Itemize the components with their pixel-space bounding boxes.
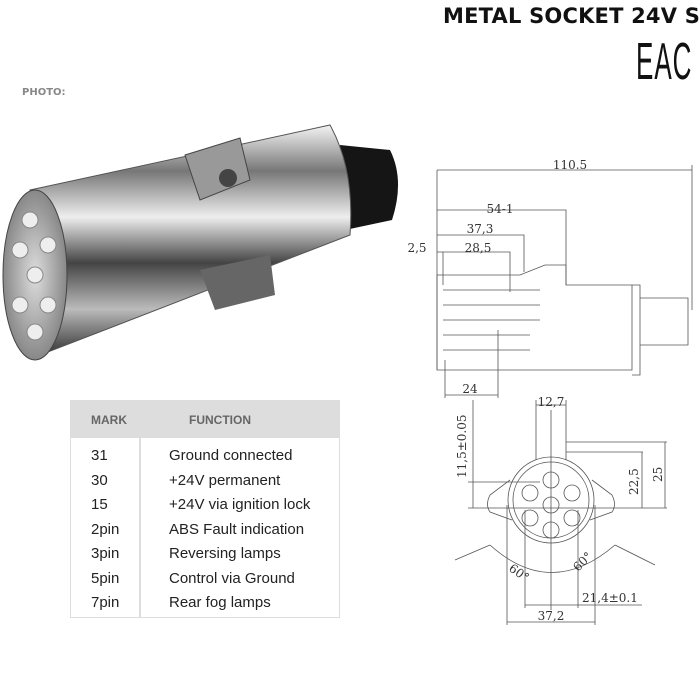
dim-28-5: 28,5 — [465, 241, 492, 255]
mark-cell: 3pin — [91, 545, 120, 562]
dim-11-5: 11,5±0.05 — [455, 415, 469, 479]
eac-certification-mark: EAC — [636, 33, 693, 91]
function-cell: +24V permanent — [169, 471, 281, 489]
header-mark: MARK — [91, 412, 127, 427]
mark-cell: 31 — [91, 447, 108, 464]
function-cell: +24V via ignition lock — [169, 496, 311, 513]
photo-label: PHOTO: — [22, 87, 66, 98]
product-title: METAL SOCKET 24V S — [443, 4, 700, 28]
table-row: 30 +24V permanent — [71, 472, 339, 496]
dim-22-5: 22,5 — [627, 468, 641, 495]
mark-cell: 2pin — [91, 520, 120, 538]
pinout-table: MARK FUNCTION 31 Ground connected 30 +24V … — [70, 400, 340, 618]
product-photo — [2, 124, 399, 361]
front-view — [454, 400, 667, 625]
dim-12-7: 12,7 — [538, 395, 565, 409]
header-function: FUNCTION — [189, 412, 251, 427]
function-cell: Ground connected — [169, 447, 293, 464]
dim-25: 25 — [651, 467, 665, 482]
dim-angle-left: 60° — [506, 561, 531, 585]
function-cell: ABS Fault indication — [169, 520, 305, 538]
side-view — [436, 165, 693, 398]
dim-24: 24 — [462, 382, 478, 396]
table-header: MARK FUNCTION — [71, 401, 339, 438]
function-cell: Rear fog lamps — [169, 594, 271, 611]
function-cell: Reversing lamps — [169, 545, 281, 562]
table-row: 3pin Reversing lamps — [71, 545, 339, 569]
function-cell: Control via Ground — [169, 569, 295, 587]
table-row: 31 Ground connected — [71, 447, 339, 471]
dim-37-2: 37,2 — [538, 609, 565, 623]
table-row: 2pin ABS Fault indication — [71, 521, 339, 545]
dim-21-4: 21,4±0.1 — [582, 591, 638, 605]
column-divider — [139, 438, 141, 617]
mark-cell: 5pin — [91, 569, 120, 587]
table-body: 31 Ground connected 30 +24V permanent 15 +2… — [71, 438, 339, 617]
dim-54: 54-1 — [487, 202, 514, 216]
dim-37-3: 37,3 — [467, 222, 494, 236]
table-row: 5pin Control via Ground — [71, 570, 339, 594]
table-row: 7pin Rear fog lamps — [71, 594, 339, 618]
dim-2-5: 2,5 — [407, 241, 426, 255]
mark-cell: 30 — [91, 471, 108, 489]
dim-overall-length: 110.5 — [553, 158, 587, 172]
table-row: 15 +24V via ignition lock — [71, 496, 339, 520]
mark-cell: 7pin — [91, 594, 120, 611]
dim-angle-right: 60° — [570, 549, 595, 574]
mark-cell: 15 — [91, 496, 108, 513]
